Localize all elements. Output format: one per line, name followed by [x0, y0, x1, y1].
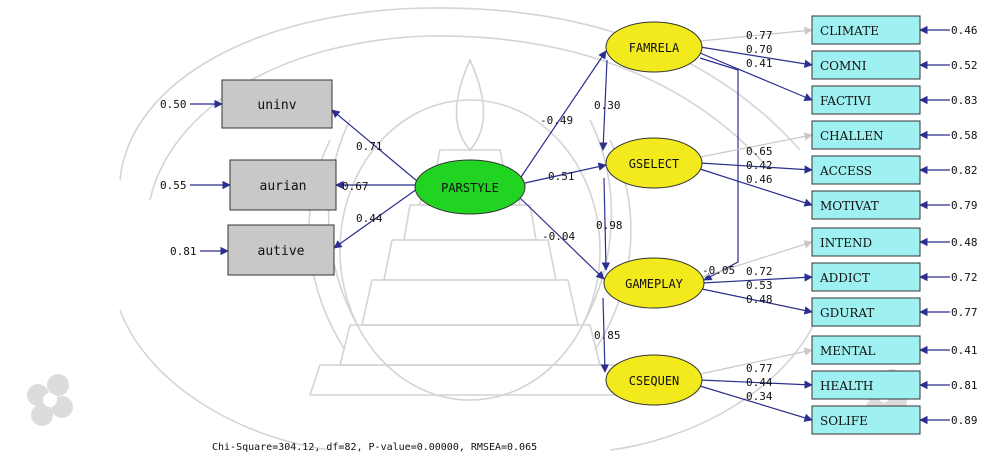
loading-label-right: 0.70 — [746, 43, 773, 56]
loading-label-right: 0.41 — [746, 57, 773, 70]
latent-label: PARSTYLE — [441, 181, 499, 195]
error-variance-label: 0.48 — [951, 236, 978, 249]
error-variance-label: 0.81 — [951, 379, 978, 392]
error-variance-label: 0.46 — [951, 24, 978, 37]
error-variance-label: 0.83 — [951, 94, 978, 107]
latent-label: FAMRELA — [629, 41, 680, 55]
loading-label-right: 0.77 — [746, 362, 773, 375]
indicator-label: ADDICT — [819, 271, 870, 285]
loading-label-left: 0.71 — [356, 140, 383, 153]
error-variance-label: 0.58 — [951, 129, 978, 142]
indicator-label: GDURAT — [820, 306, 874, 320]
indicator-label: CHALLEN — [820, 129, 884, 143]
indicator-label: MOTIVAT — [820, 199, 879, 213]
error-variance-label: 0.52 — [951, 59, 978, 72]
loading-label-right: 0.53 — [746, 279, 773, 292]
error-variance-label: 0.55 — [160, 179, 187, 192]
latent-label: GAMEPLAY — [625, 277, 684, 291]
error-variance-label: 0.77 — [951, 306, 978, 319]
error-variance-label: 0.50 — [160, 98, 187, 111]
latent-label: CSEQUEN — [629, 374, 680, 388]
error-variance-label: 0.81 — [170, 245, 197, 258]
indicator-label: CLIMATE — [820, 24, 879, 38]
loading-label-right: 0.72 — [746, 265, 773, 278]
indicator-label: MENTAL — [820, 344, 876, 358]
error-variance-label: 0.79 — [951, 199, 978, 212]
path-coefficient-label: -0.04 — [542, 230, 575, 243]
error-variance-label: 0.89 — [951, 414, 978, 427]
loading-label-right: 0.34 — [746, 390, 773, 403]
loading-label-right: 0.42 — [746, 159, 773, 172]
error-variance-label: 0.72 — [951, 271, 978, 284]
error-variance-label: 0.82 — [951, 164, 978, 177]
loading-label-right: 0.65 — [746, 145, 773, 158]
indicator-label: HEALTH — [820, 379, 873, 393]
university-seal-watermark — [120, 8, 820, 450]
indicator-label: INTEND — [820, 236, 872, 250]
loading-label-left: 0.67 — [342, 180, 369, 193]
path-coefficient-label: 0.51 — [548, 170, 575, 183]
loading-label-right: 0.77 — [746, 29, 773, 42]
loading-label-right: 0.46 — [746, 173, 773, 186]
indicator-label: ACCESS — [819, 164, 872, 178]
watermark-flower-left — [27, 374, 73, 426]
indicator-label: FACTIVI — [820, 94, 872, 108]
indicator-label: aurian — [260, 179, 307, 194]
path-famrela-gameplay — [700, 58, 738, 280]
path-coefficient-label: 0.30 — [594, 99, 621, 112]
path-coefficient-label: 0.85 — [594, 329, 621, 342]
path-coefficient-label: -0.49 — [540, 114, 573, 127]
path-coefficient-label: -0.05 — [702, 264, 735, 277]
loading-label-right: 0.48 — [746, 293, 773, 306]
loading-label-right: 0.44 — [746, 376, 773, 389]
indicator-label: uninv — [257, 98, 296, 113]
loading-label-left: 0.44 — [356, 212, 383, 225]
indicator-label: SOLIFE — [820, 414, 868, 428]
indicator-label: COMNI — [820, 59, 867, 73]
path-coefficient-label: 0.98 — [596, 219, 623, 232]
fit-statistics: Chi-Square=304.12, df=82, P-value=0.0000… — [212, 442, 537, 453]
latent-label: GSELECT — [629, 157, 680, 171]
indicator-label: autive — [258, 244, 305, 259]
error-variance-label: 0.41 — [951, 344, 978, 357]
